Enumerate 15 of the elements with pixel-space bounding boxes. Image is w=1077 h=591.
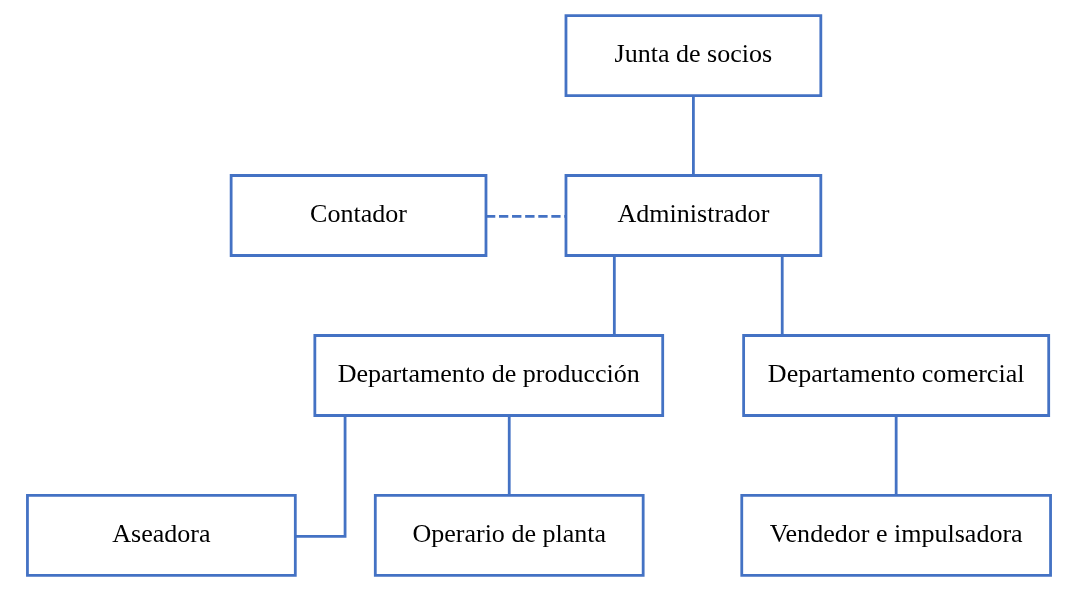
node-box: Vendedor e impulsadora bbox=[739, 494, 1052, 577]
node-box: Operario de planta bbox=[373, 494, 645, 577]
connector bbox=[691, 95, 695, 176]
node-box: Administrador bbox=[564, 174, 822, 257]
node-box: Departamento de producción bbox=[312, 334, 664, 417]
connector bbox=[507, 415, 511, 496]
node-box: Contador bbox=[229, 174, 487, 257]
node-box: Aseadora bbox=[25, 494, 297, 577]
node-box: Departamento comercial bbox=[741, 334, 1050, 417]
connector bbox=[780, 255, 784, 336]
connector bbox=[612, 255, 616, 336]
connector bbox=[294, 416, 346, 538]
node-box: Junta de socios bbox=[564, 14, 822, 97]
connector bbox=[485, 215, 566, 218]
connector bbox=[894, 415, 898, 496]
